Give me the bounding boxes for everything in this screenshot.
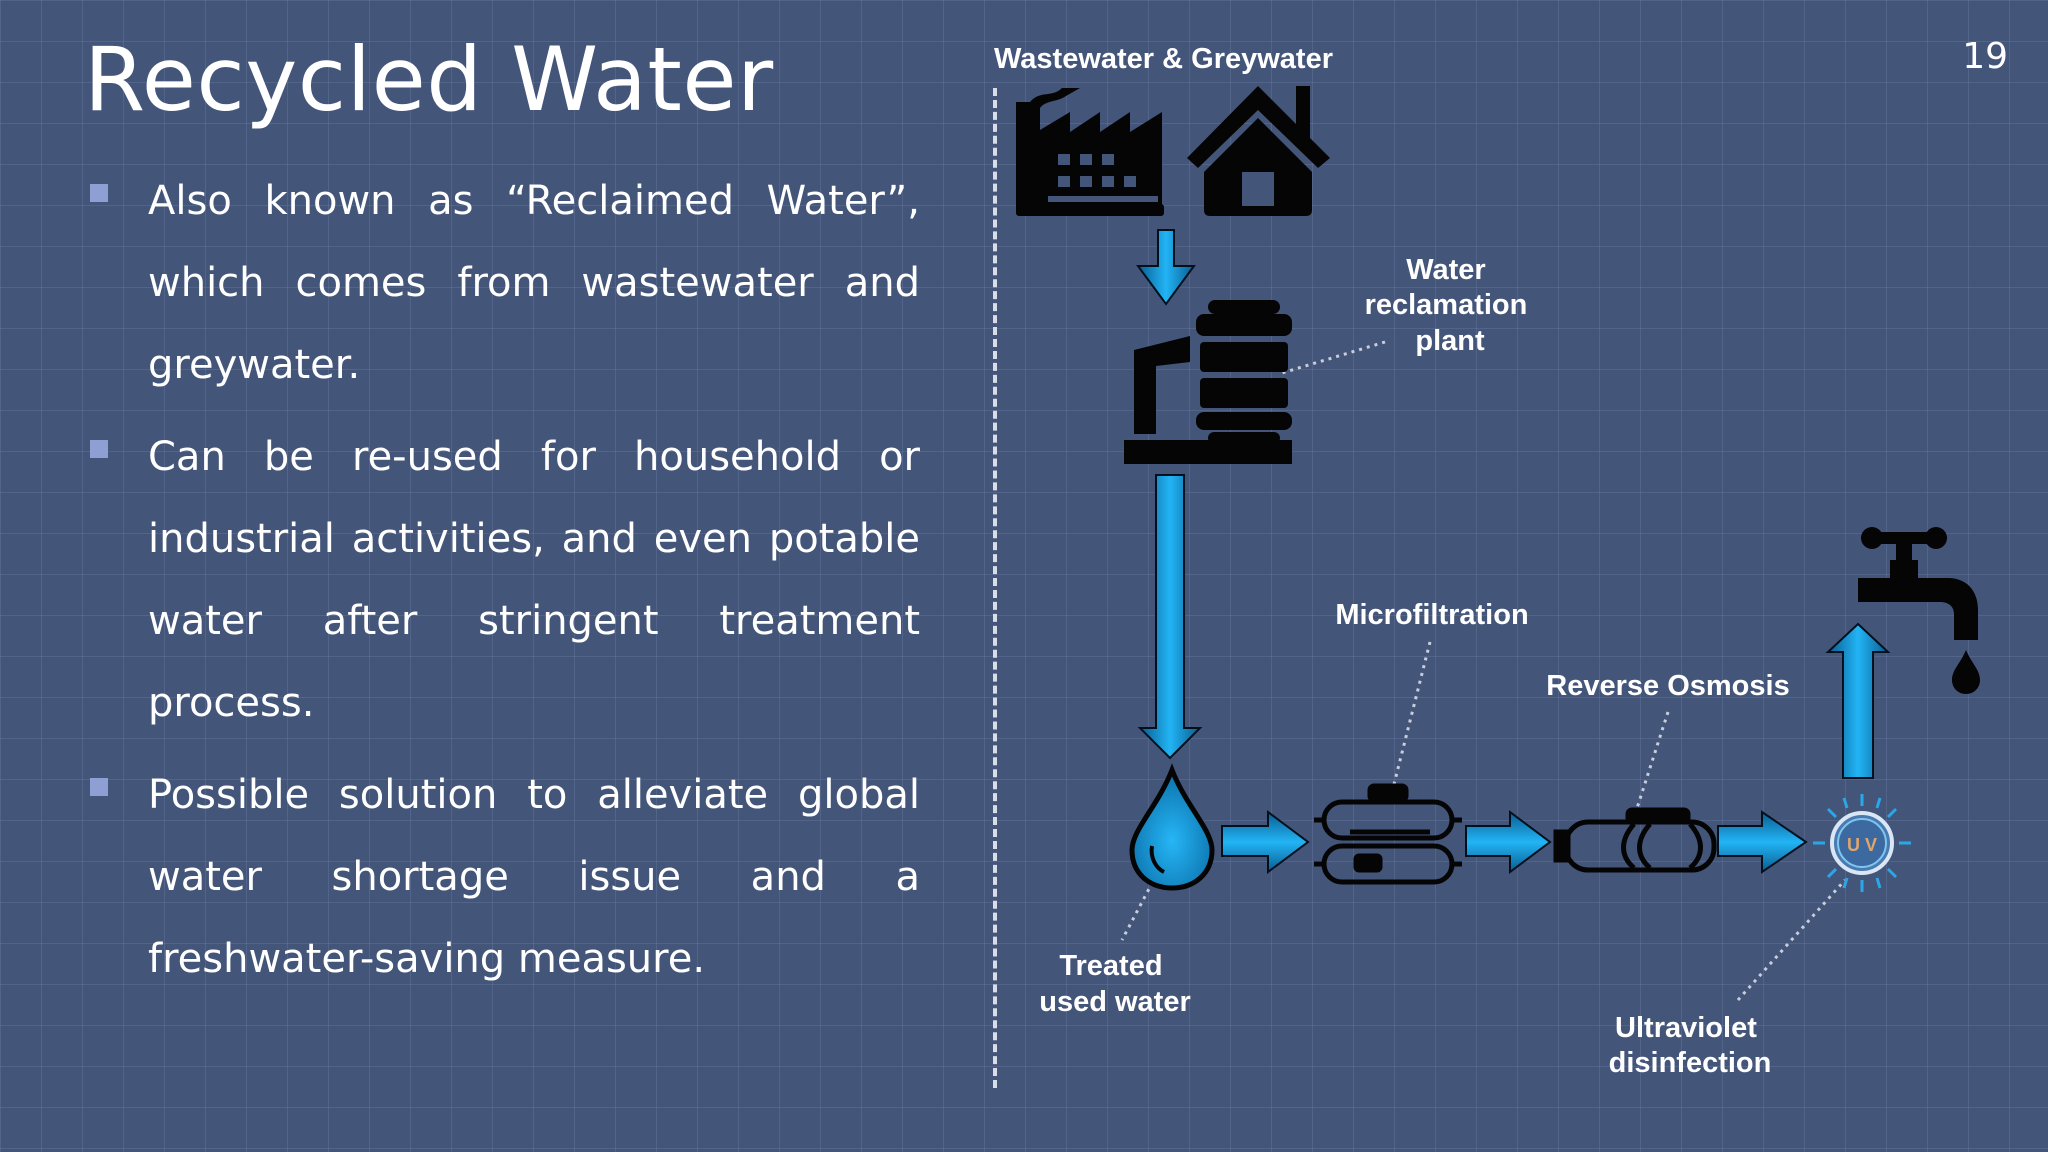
- arrow-to-reverse-osmosis: [1465, 810, 1552, 874]
- bullet-text: Can be re-used for household or industri…: [148, 434, 920, 726]
- microfiltration-label: Microfiltration: [1335, 599, 1528, 631]
- bullet-item: Can be re-used for household or industri…: [90, 416, 920, 744]
- microfiltration-leader-line: [1388, 641, 1432, 801]
- source-label: Wastewater & Greywater: [994, 43, 1333, 75]
- dashed-divider: [993, 88, 997, 1088]
- arrow-to-uv: [1717, 810, 1808, 874]
- microfiltration-icon: [1314, 783, 1462, 885]
- faucet-icon: [1858, 527, 1980, 694]
- reclamation-plant-icon: [1124, 300, 1292, 464]
- bullet-item: Possible solution to alleviate global wa…: [90, 754, 920, 1000]
- reverse-osmosis-icon: [1553, 807, 1717, 873]
- bullet-text: Also known as “Reclaimed Water”, which c…: [148, 178, 920, 388]
- water-drop-icon: [1129, 763, 1215, 891]
- arrow-down-to-plant: [1136, 229, 1196, 306]
- plant-label: Water reclamation plant: [1365, 254, 1536, 357]
- treated-leader-line: [1120, 867, 1162, 941]
- uv-badge-text: U V: [1847, 835, 1877, 855]
- bullet-marker: [90, 778, 108, 796]
- slide-title: Recycled Water: [84, 28, 774, 131]
- house-icon: [1187, 86, 1330, 216]
- uv-label: Ultraviolet disinfection: [1609, 1012, 1772, 1079]
- arrow-to-microfiltration: [1221, 810, 1310, 874]
- uv-leader-line: [1736, 879, 1847, 1001]
- arrow-up-to-tap: [1825, 622, 1891, 779]
- plant-leader-line: [1281, 340, 1386, 375]
- page-number: 19: [1962, 36, 2008, 77]
- bullet-list: Also known as “Reclaimed Water”, which c…: [90, 160, 920, 1010]
- factory-icon: [1016, 88, 1164, 216]
- bullet-marker: [90, 440, 108, 458]
- reverse-osmosis-label: Reverse Osmosis: [1546, 670, 1789, 702]
- bullet-text: Possible solution to alleviate global wa…: [148, 772, 920, 982]
- uv-disinfection-icon: U V: [1813, 794, 1911, 892]
- bullet-item: Also known as “Reclaimed Water”, which c…: [90, 160, 920, 406]
- bullet-marker: [90, 184, 108, 202]
- arrow-down-to-treated: [1137, 474, 1203, 760]
- treated-water-label: Treated used water: [1039, 950, 1191, 1018]
